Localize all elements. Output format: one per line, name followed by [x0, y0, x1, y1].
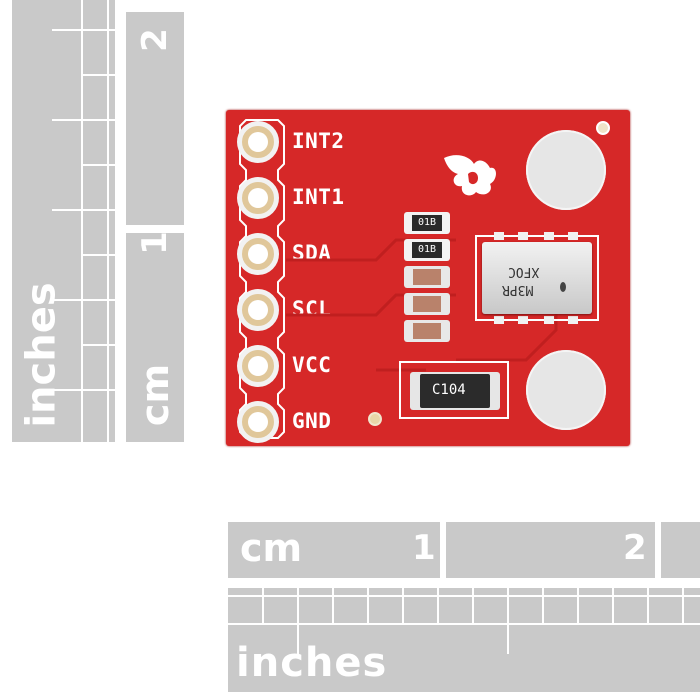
pin-label-scl: SCL [292, 297, 332, 321]
vertical-ruler-cm-band [126, 0, 184, 442]
horizontal-cm-mark-1: 1 [412, 528, 436, 568]
pin-pad-sda [237, 233, 279, 275]
sensor-chip-marking-2: XFOC [508, 264, 540, 279]
pin-label-gnd: GND [292, 409, 332, 433]
sensor-chip: M3PR XFOC [482, 242, 592, 314]
resistor-1-label: 01B [412, 215, 442, 231]
horizontal-cm-label: cm [240, 526, 303, 570]
resistor-2-label: 01B [412, 242, 442, 258]
vertical-cm-mark-2: 2 [134, 28, 175, 52]
horizontal-cm-mark-2: 2 [623, 528, 647, 568]
resistor-2: 01B [404, 239, 450, 261]
fiducial-top-right [596, 121, 610, 135]
sensor-chip-pin1-dot [560, 282, 566, 292]
sensor-chip-marking-1: M3PR [502, 282, 534, 297]
capacitor-small-3 [404, 320, 450, 342]
pin-pad-scl [237, 289, 279, 331]
pin-pad-int2 [237, 121, 279, 163]
pcb-board: INT2 INT1 SDA SCL VCC GND 01B 01B [226, 110, 630, 446]
mounting-hole-bottom [526, 350, 606, 430]
vertical-ruler-inch-ticks [52, 0, 115, 442]
via-bottom [368, 412, 382, 426]
pin-label-int2: INT2 [292, 129, 345, 153]
pin-pad-vcc [237, 345, 279, 387]
vertical-cm-mark-1: 1 [134, 231, 175, 255]
capacitor-c104-label: C104 [432, 382, 466, 398]
vertical-ruler-inches-band [12, 0, 115, 442]
horizontal-ruler-inches-band [228, 588, 700, 692]
vertical-cm-label: cm [133, 363, 177, 427]
pin-pad-int1 [237, 177, 279, 219]
horizontal-ruler-cm-band [228, 522, 700, 578]
resistor-1: 01B [404, 212, 450, 234]
mounting-hole-top [526, 130, 606, 210]
capacitor-small-2 [404, 293, 450, 315]
pin-label-int1: INT1 [292, 185, 345, 209]
capacitor-outline [399, 361, 509, 419]
vertical-inches-label: inches [19, 282, 65, 428]
flame-icon [444, 155, 496, 196]
pin-label-vcc: VCC [292, 353, 332, 377]
capacitor-small-1 [404, 266, 450, 288]
horizontal-inches-label: inches [236, 640, 388, 686]
horizontal-ruler-inch-ticks [228, 588, 700, 654]
capacitor-c104: C104 [410, 372, 500, 410]
sensor-chip-outline [475, 232, 599, 324]
pin-pad-gnd [237, 401, 279, 443]
